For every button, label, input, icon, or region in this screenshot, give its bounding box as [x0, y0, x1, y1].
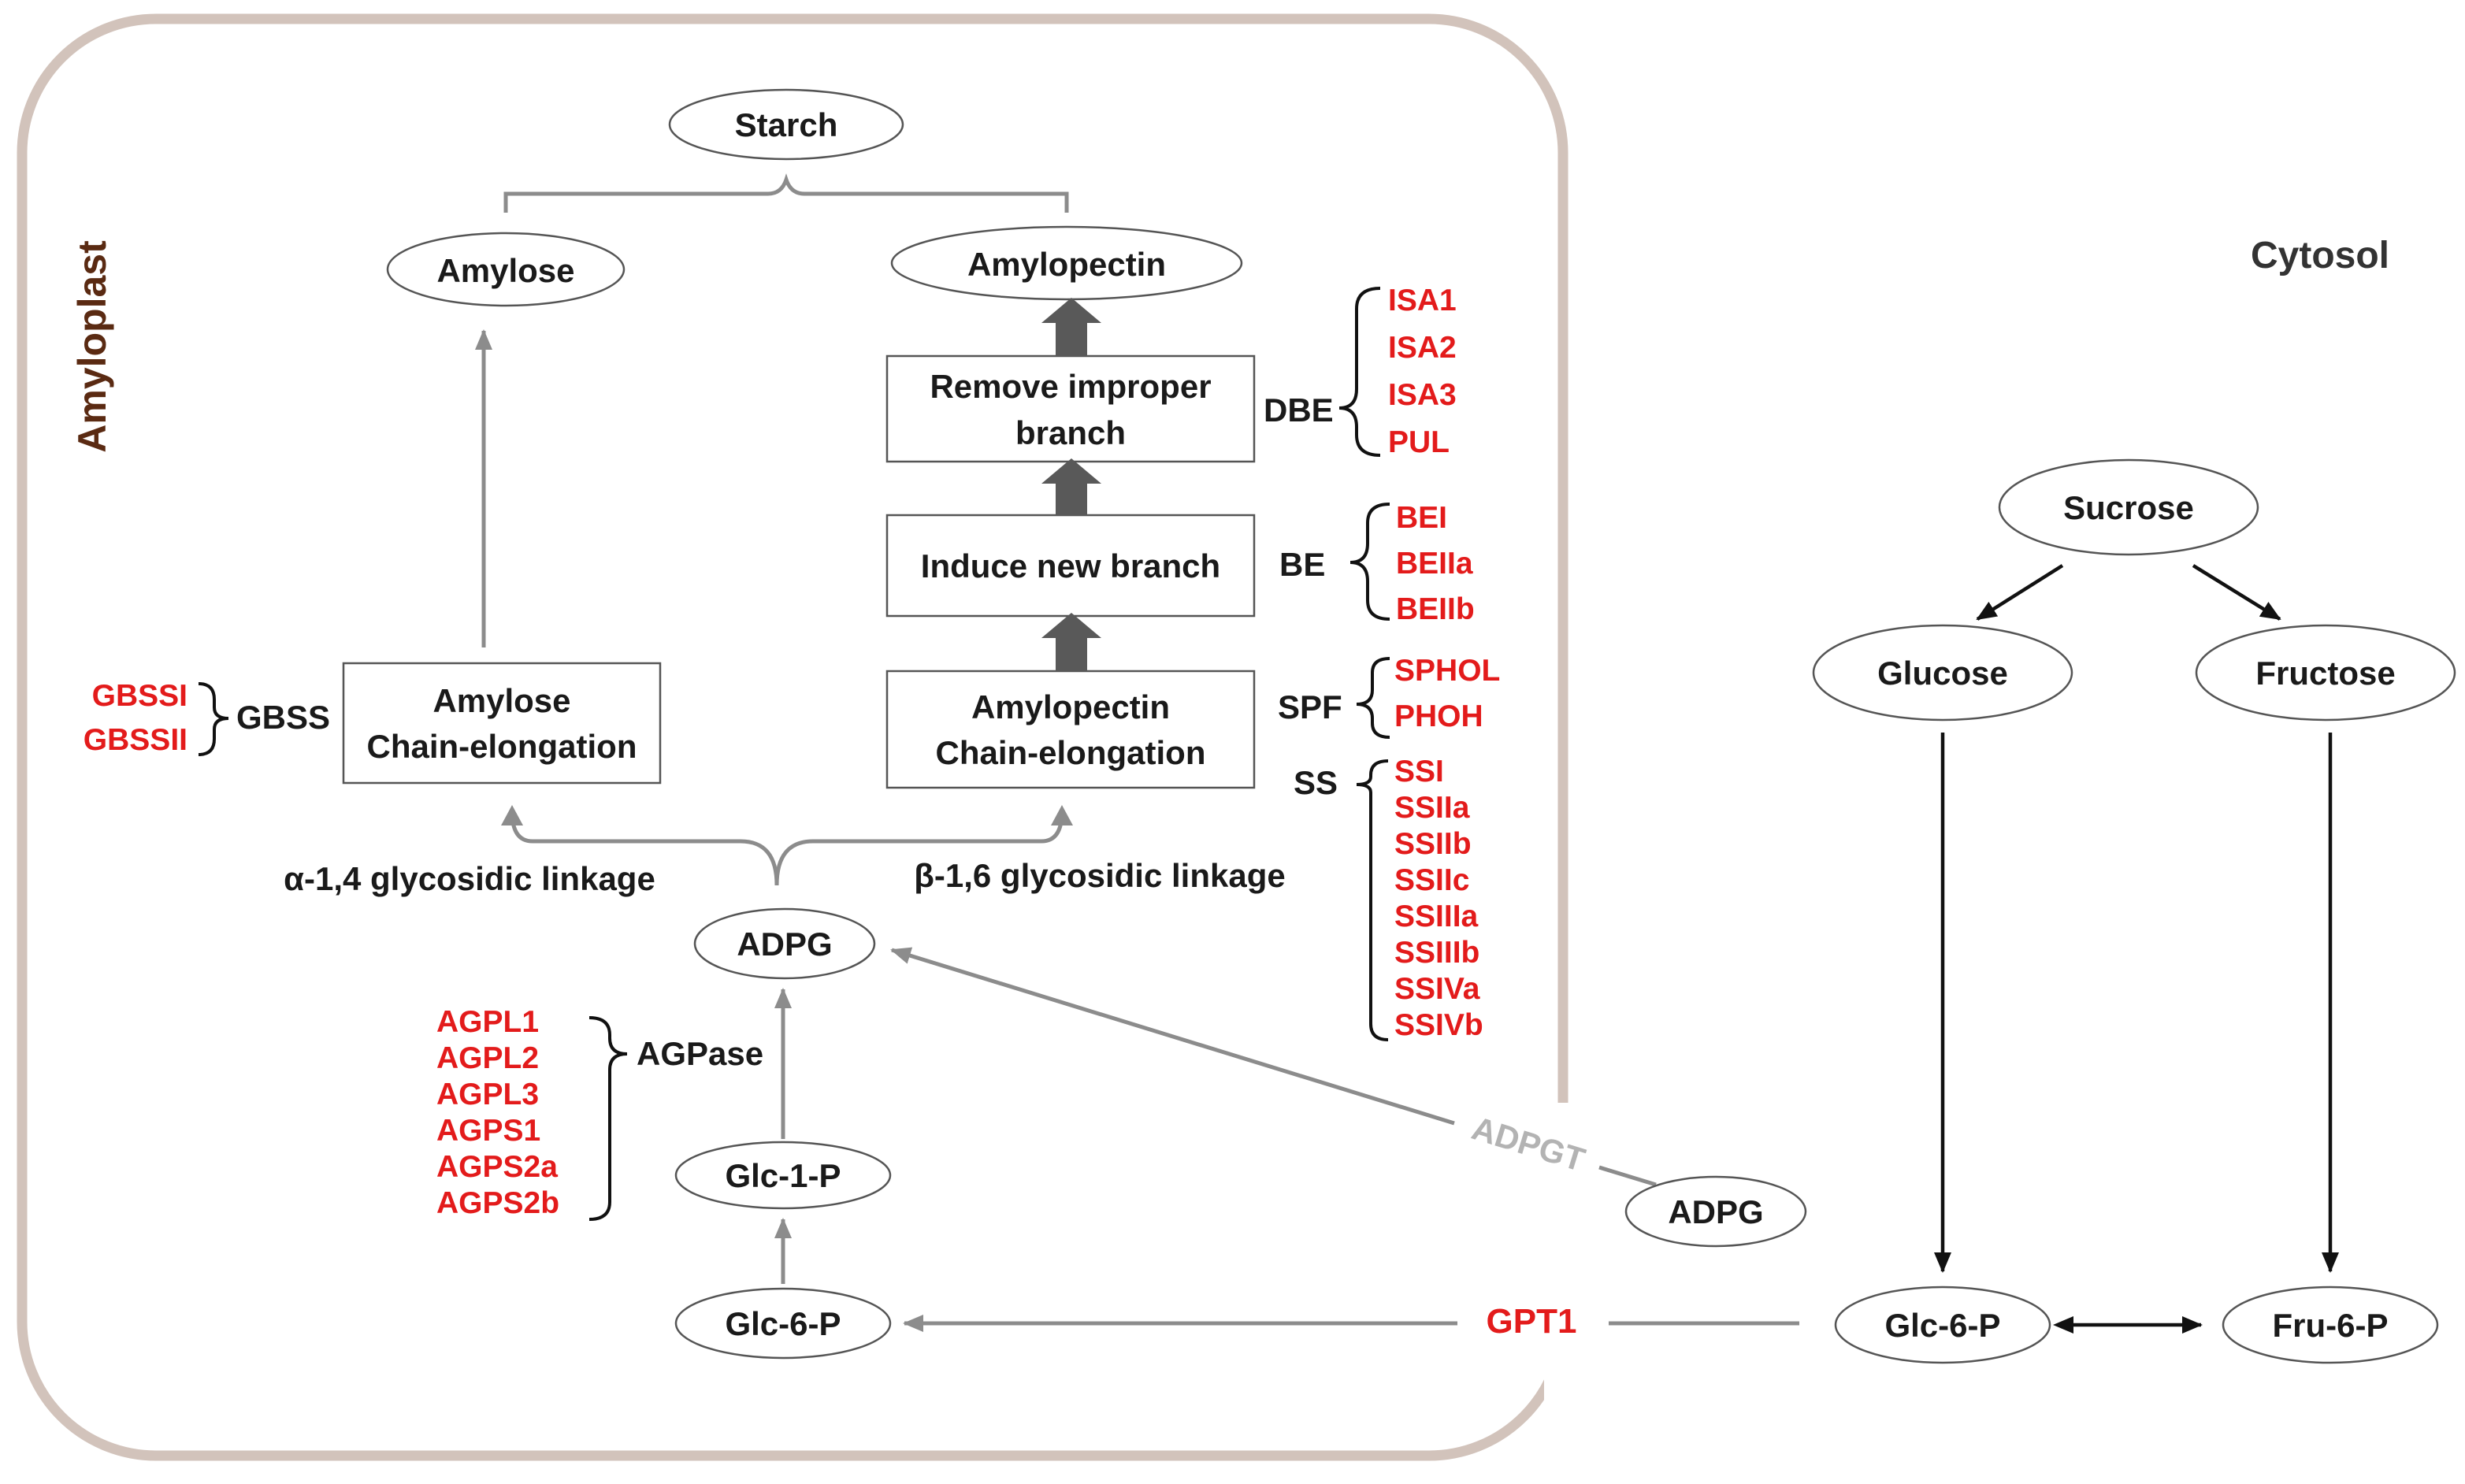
adpg-inner-label: ADPG	[737, 926, 832, 963]
gpt1-label: GPT1	[1487, 1302, 1577, 1341]
adpg-outer-label: ADPG	[1668, 1193, 1763, 1230]
be-label: BE	[1279, 546, 1325, 583]
sucrose-node	[1998, 458, 2259, 556]
improper-branch-line2: branch	[1015, 414, 1126, 451]
enzyme-isa1: ISA1	[1388, 284, 1457, 317]
agpase-brace	[588, 1016, 628, 1221]
enzyme-beiia: BEIIa	[1396, 547, 1473, 581]
enzyme-agpl3: AGPL3	[436, 1078, 539, 1111]
enzyme-ssiic: SSIIc	[1394, 863, 1469, 897]
glc6p-inner-label: Glc-6-P	[725, 1305, 841, 1342]
glc1p-node	[674, 1141, 892, 1210]
thick-arrow-1	[1041, 613, 1101, 671]
fru6p-node	[2222, 1286, 2439, 1364]
enzyme-ssiiia: SSIIIa	[1394, 900, 1479, 933]
amylopectin-label: Amylopectin	[967, 246, 1166, 283]
enzyme-ssi: SSI	[1394, 755, 1444, 788]
ss-brace	[1356, 759, 1389, 1041]
be-brace	[1349, 503, 1390, 621]
glucose-node	[1812, 624, 2073, 722]
adpg-outer-node	[1624, 1175, 1807, 1248]
adpgt-arrow-upper	[890, 947, 1455, 1126]
agpase-label: AGPase	[637, 1035, 763, 1072]
enzyme-agpl2: AGPL2	[436, 1041, 539, 1075]
starch-label: Starch	[735, 106, 838, 143]
amylopectin-node	[890, 225, 1243, 301]
enzyme-isa2: ISA2	[1388, 331, 1457, 365]
adpgt-arrow-lower	[1598, 1165, 1657, 1187]
enzyme-phoh: PHOH	[1394, 699, 1483, 733]
enzyme-agpl1: AGPL1	[436, 1005, 539, 1039]
glc1p-label: Glc-1-P	[725, 1157, 841, 1194]
amylose-label: Amylose	[436, 252, 574, 289]
enzyme-beiib: BEIIb	[1396, 592, 1475, 626]
starch-node	[668, 88, 904, 161]
amyloplast-gap-mask	[1544, 1103, 1591, 1402]
dbe-brace	[1338, 287, 1381, 457]
gbss-label: GBSS	[236, 699, 330, 736]
dbe-label: DBE	[1264, 391, 1334, 429]
improper-branch-line1: Remove improper	[930, 368, 1211, 405]
starch-bracket	[503, 173, 1069, 213]
fork-head-left	[501, 805, 523, 825]
fructose-label: Fructose	[2255, 655, 2395, 692]
glc6p-cyto-label: Glc-6-P	[1884, 1307, 2000, 1344]
glucose-label: Glucose	[1877, 655, 2008, 692]
enzyme-agps2b: AGPS2b	[436, 1186, 559, 1220]
amylose-node	[386, 232, 626, 307]
glc6p-cyto-node	[1834, 1286, 2051, 1364]
fru6p-label: Fru-6-P	[2273, 1307, 2389, 1344]
cytosol-label: Cytosol	[2251, 235, 2389, 276]
amylose-chain-box	[342, 662, 662, 785]
amylopectin-chain-line1: Amylopectin	[971, 688, 1170, 725]
fructose-node	[2195, 624, 2456, 722]
new-branch-label: Induce new branch	[921, 547, 1220, 584]
fork-head-right	[1051, 805, 1073, 825]
adpg-inner-node	[693, 907, 876, 980]
enzyme-ssiib: SSIIb	[1394, 827, 1472, 861]
thick-arrow-2	[1041, 458, 1101, 515]
alpha-linkage-label: α-1,4 glycosidic linkage	[284, 860, 655, 897]
amyloplast-boundary	[17, 13, 1568, 1461]
enzyme-ssiiib: SSIIIb	[1394, 936, 1479, 970]
amylopectin-chain-line2: Chain-elongation	[936, 734, 1206, 771]
glc6p-inner-node	[674, 1287, 892, 1360]
enzyme-pul: PUL	[1388, 425, 1450, 459]
amyloplast-label: Amyloplast	[70, 240, 114, 453]
enzyme-gbssi: GBSSI	[92, 679, 187, 713]
spf-brace	[1356, 657, 1390, 739]
spf-label: SPF	[1278, 688, 1342, 725]
ss-label: SS	[1294, 764, 1338, 801]
enzyme-isa3: ISA3	[1388, 378, 1457, 412]
thick-arrow-3	[1041, 298, 1101, 356]
enzyme-ssiia: SSIIa	[1394, 791, 1470, 825]
linkage-fork	[510, 811, 1064, 886]
enzyme-ssiva: SSIVa	[1394, 972, 1480, 1006]
enzyme-agps2a: AGPS2a	[436, 1150, 558, 1184]
enzyme-bei: BEI	[1396, 501, 1447, 535]
sucrose-label: Sucrose	[2063, 489, 2194, 526]
amylose-chain-line2: Chain-elongation	[367, 728, 637, 765]
sucrose-to-glucose-arrow	[1976, 564, 2064, 621]
beta-linkage-label: β-1,6 glycosidic linkage	[914, 857, 1285, 894]
sucrose-to-fructose-arrow	[2192, 564, 2281, 621]
enzyme-agps1: AGPS1	[436, 1114, 540, 1148]
enzyme-ssivb: SSIVb	[1394, 1008, 1483, 1042]
amylopectin-chain-box	[885, 670, 1256, 789]
enzyme-gbssii: GBSSII	[84, 723, 187, 757]
amylose-chain-line1: Amylose	[432, 682, 570, 719]
gbss-brace	[198, 682, 229, 756]
enzyme-sphol: SPHOL	[1394, 654, 1500, 688]
